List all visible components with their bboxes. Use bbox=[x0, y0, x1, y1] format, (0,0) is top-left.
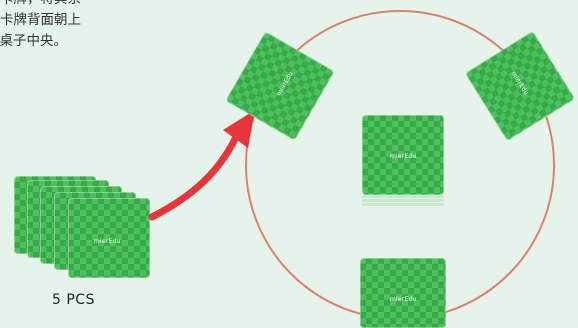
arrow-shaft bbox=[152, 137, 236, 217]
pile-layer bbox=[362, 199, 444, 202]
pile-layer bbox=[362, 203, 444, 206]
arrow-head bbox=[223, 110, 255, 148]
card-brand-label: mierEdu bbox=[510, 70, 530, 96]
card-brand-label: mierEdu bbox=[390, 153, 416, 160]
card-brand-label: mierEdu bbox=[390, 296, 416, 303]
center-pile-card: mierEdu bbox=[362, 115, 444, 195]
pile-layer bbox=[362, 195, 444, 198]
table-card-bottom: mierEdu bbox=[360, 258, 446, 328]
card-brand-label: mierEdu bbox=[275, 71, 294, 97]
